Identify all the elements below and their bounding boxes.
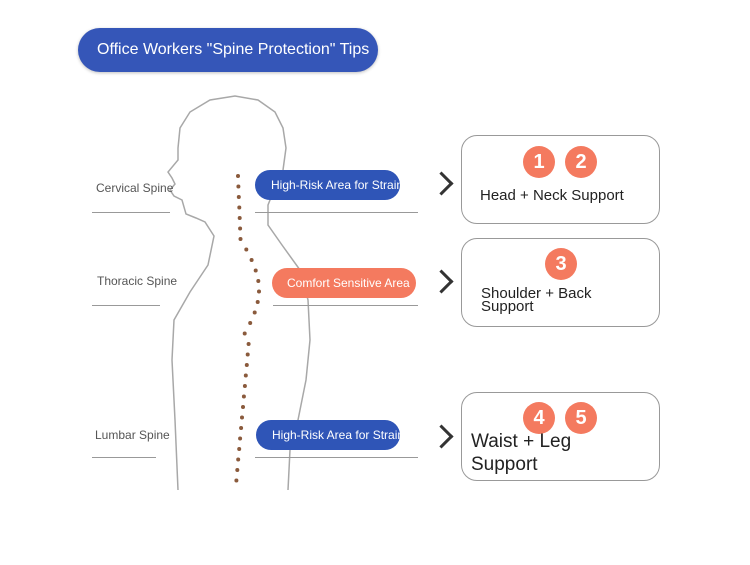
spine-dot bbox=[244, 363, 249, 367]
thoracic-comfort-text: Comfort Sensitive Area bbox=[287, 276, 410, 290]
title-text: Office Workers "Spine Protection" Tips bbox=[97, 41, 370, 58]
spine-dot bbox=[234, 478, 239, 483]
thoracic-comfort-pill: Comfort Sensitive Area bbox=[272, 268, 416, 298]
spine-dot bbox=[242, 331, 247, 336]
spine-dot bbox=[244, 247, 249, 252]
spine-dot bbox=[240, 415, 244, 420]
spine-dot bbox=[245, 352, 250, 357]
cervical-right-line bbox=[255, 212, 418, 213]
spine-dot bbox=[243, 373, 248, 378]
card-text: Waist + Leg Support bbox=[471, 431, 572, 475]
lumbar-right-line bbox=[255, 457, 418, 458]
card-text: Head + Neck Support bbox=[480, 187, 624, 204]
thoracic-right-line bbox=[273, 305, 418, 306]
step-badge: 2 bbox=[565, 146, 597, 178]
lumbar-risk-text: High-Risk Area for Strain bbox=[272, 428, 400, 442]
support-card-waist-leg: 4 5 Waist + Leg Support bbox=[461, 392, 660, 481]
spine-dot bbox=[239, 426, 244, 430]
cervical-spine-label: Cervical Spine bbox=[96, 181, 174, 195]
lumbar-left-line bbox=[92, 457, 156, 458]
step-badge: 1 bbox=[523, 146, 555, 178]
spine-dot bbox=[241, 405, 245, 409]
spine-dot bbox=[256, 279, 261, 283]
spine-dot bbox=[236, 457, 241, 462]
spine-dot bbox=[237, 216, 242, 220]
thoracic-spine-label: Thoracic Spine bbox=[97, 274, 178, 288]
spine-dot bbox=[248, 321, 253, 325]
spine-dot bbox=[237, 205, 242, 210]
lumbar-spine-label: Lumbar Spine bbox=[95, 428, 170, 442]
spine-dot bbox=[241, 394, 246, 399]
spine-dot bbox=[236, 195, 241, 199]
lumbar-risk-pill: High-Risk Area for Strain bbox=[256, 420, 400, 450]
spine-dot bbox=[253, 268, 258, 273]
spine-dot bbox=[236, 184, 241, 189]
body-outline bbox=[167, 95, 311, 491]
thoracic-left-line bbox=[92, 305, 160, 306]
spine-dot bbox=[242, 384, 247, 388]
card-text: Shoulder + Back Support bbox=[481, 285, 592, 315]
support-card-shoulder-back: 3 Shoulder + Back Support bbox=[461, 238, 660, 327]
cervical-left-line bbox=[92, 212, 170, 213]
spine-dot bbox=[236, 174, 240, 178]
support-card-head-neck: 1 2 Head + Neck Support bbox=[461, 135, 660, 224]
step-badge: 3 bbox=[545, 248, 577, 280]
spine-dot bbox=[238, 237, 243, 241]
cervical-risk-text: High-Risk Area for Strain bbox=[271, 178, 400, 192]
cervical-risk-pill: High-Risk Area for Strain bbox=[255, 170, 400, 200]
spine-dot bbox=[235, 468, 240, 472]
step-badge: 5 bbox=[565, 402, 597, 434]
title-banner: Office Workers "Spine Protection" Tips bbox=[78, 28, 378, 72]
spine-dot bbox=[257, 289, 261, 294]
spine-dot bbox=[255, 300, 260, 304]
spine-dotted-line bbox=[234, 174, 261, 483]
spine-dot bbox=[238, 436, 243, 441]
step-badge: 4 bbox=[523, 402, 555, 434]
spine-dot bbox=[252, 310, 257, 315]
spine-dot bbox=[246, 342, 251, 346]
spine-dot bbox=[238, 226, 243, 231]
spine-dot bbox=[249, 258, 254, 262]
spine-dot bbox=[237, 447, 242, 451]
